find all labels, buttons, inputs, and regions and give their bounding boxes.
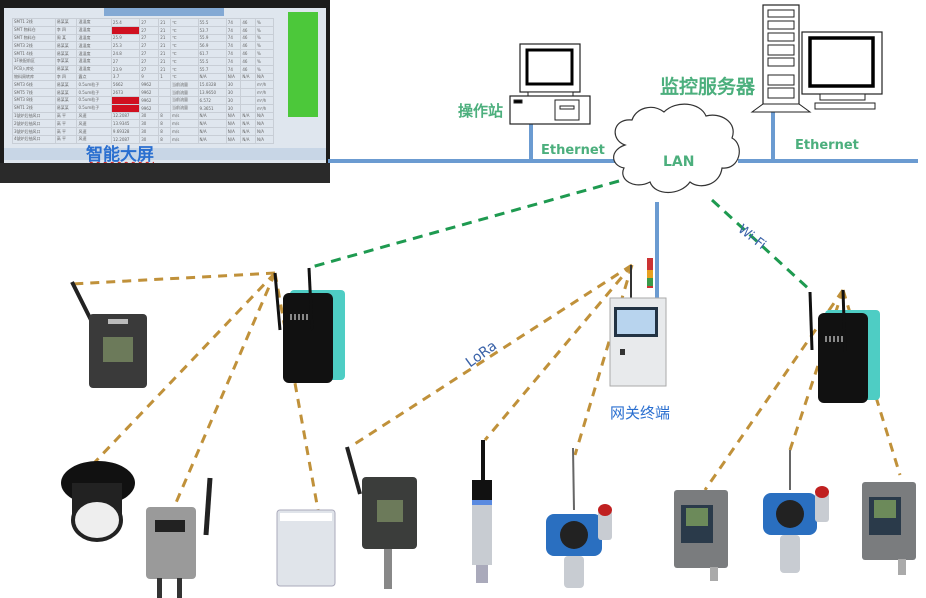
gas-detector-1 [546,447,612,588]
big-screen-label: 智能大屏 [86,145,154,163]
lora-links [71,263,902,511]
wall-sensor-3 [862,482,916,575]
wall-sensor-antenna [70,281,147,388]
lan-cloud [613,103,740,194]
wifi-link-left-gateway [307,179,620,270]
screen-taskbar [4,148,326,160]
operator-station-label: 操作站 [458,102,504,120]
lora-link [788,289,845,451]
gateway-terminal-icon [609,258,667,387]
lan-label: LAN [663,154,695,170]
screen-bezel [0,163,330,183]
lora-link [93,271,277,464]
gateway-terminal-label: 网关终端 [610,404,671,422]
ethernet-label-left: Ethernet [541,143,605,158]
screen-table-cell: N/A [254,134,275,144]
lora-link [573,264,634,456]
lora-link [173,272,277,506]
screen-status-block [288,12,318,117]
lora-link [71,271,276,286]
screen-table-cell: 4號炉后抽风口 [12,134,56,144]
lora-link [349,263,633,449]
wifi-links [307,179,812,292]
screen-table-cell: 风速 [76,134,112,144]
monitor-server-icon [750,4,883,113]
lora-link [483,264,634,441]
wall-sensor-2 [674,490,728,581]
screen-table-cell: N/A [197,134,227,144]
ethernet-label-right: Ethernet [795,138,859,153]
ethernet-backbone [328,112,918,298]
light-sensor [61,461,135,542]
lora-link [273,272,320,511]
operator-station-icon [509,43,591,125]
temp-humidity-sensor [345,446,417,589]
dew-point-probe [472,440,492,583]
lora-gateway-right [808,289,880,403]
wifi-link-right-gateway [710,198,812,292]
screen-table-cell: 12.2087 [110,134,141,144]
gas-detector-2 [763,450,829,573]
differential-pressure-sensor [146,477,213,598]
lora-gateway-left [273,267,345,383]
screen-title-bar [104,8,224,16]
particle-sensor [276,509,336,587]
monitor-server-label: 监控服务器 [660,76,756,98]
screen-table-cell: 30 [139,134,160,144]
